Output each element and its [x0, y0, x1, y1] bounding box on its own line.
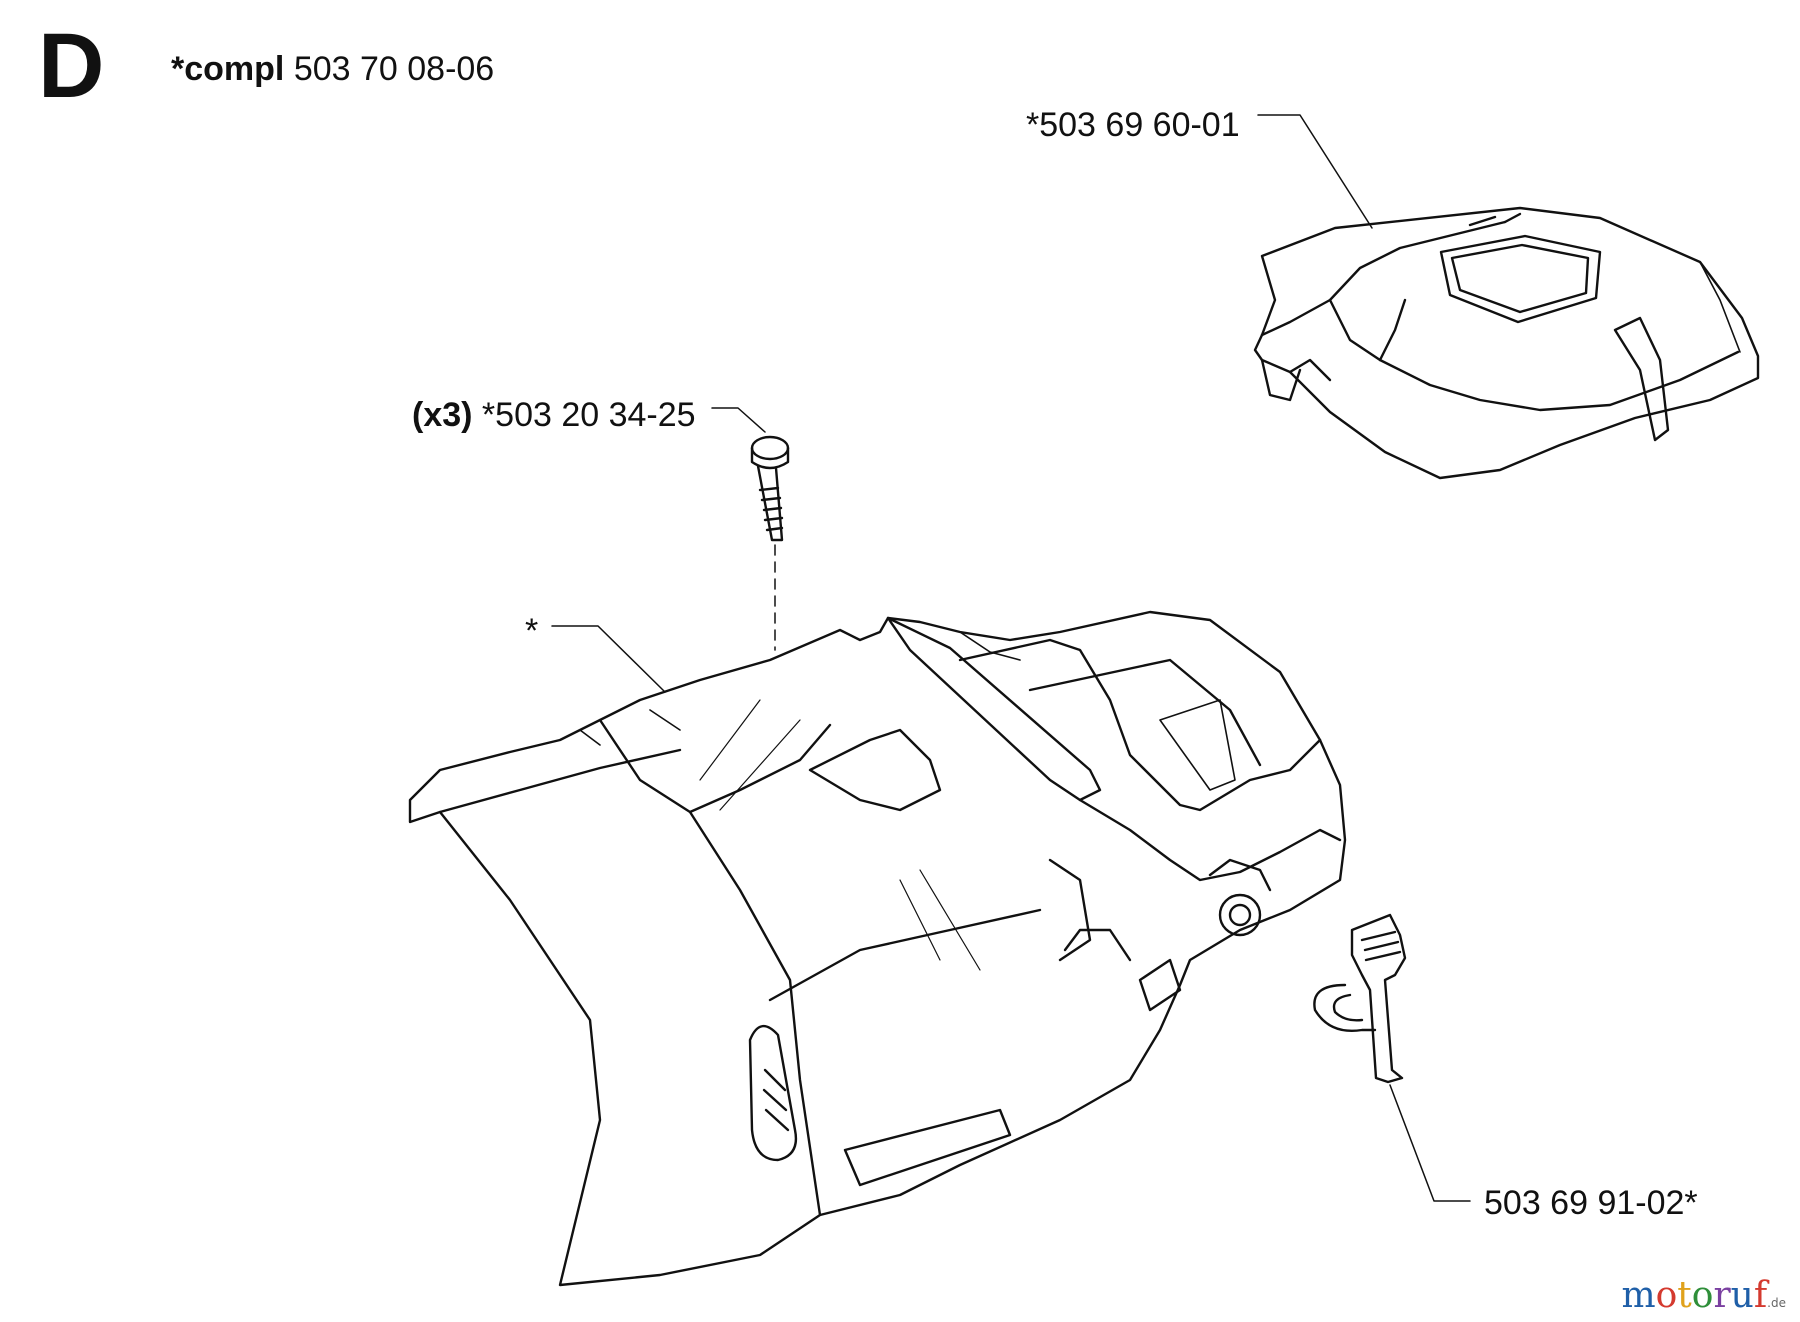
watermark-letter: f: [1753, 1275, 1768, 1316]
watermark-letter: o: [1655, 1275, 1678, 1316]
watermark-letter: o: [1691, 1275, 1714, 1316]
complete-assembly-label: *compl 503 70 08-06: [171, 52, 494, 86]
watermark-letter: u: [1730, 1275, 1754, 1316]
watermark-letter: r: [1713, 1275, 1731, 1316]
watermark-letter: t: [1677, 1275, 1692, 1316]
main-housing-part: [408, 610, 1347, 1287]
top-cover-part-number: *503 69 60-01: [1026, 106, 1240, 144]
watermark-suffix: .de: [1767, 1296, 1786, 1310]
watermark-letter: m: [1621, 1275, 1656, 1316]
screw-part-number: *503 20 34-25: [481, 396, 696, 434]
housing-part-marker: *: [525, 612, 539, 650]
screw-quantity: (x3): [412, 396, 473, 434]
screw-label: (x3) *503 20 34-25: [412, 398, 696, 432]
complete-prefix: *compl: [171, 50, 285, 88]
section-letter: D: [38, 15, 105, 117]
top-cover-part: [1253, 206, 1760, 480]
leader-lines: [551, 114, 1471, 1202]
watermark-logo: motoruf.de: [1621, 1278, 1786, 1314]
screw-part: [750, 435, 790, 542]
latch-part: [1313, 913, 1407, 1084]
watermark-letters: motoruf: [1621, 1275, 1767, 1316]
complete-part-number: 503 70 08-06: [293, 50, 495, 88]
latch-part-number: 503 69 91-02*: [1484, 1184, 1698, 1222]
